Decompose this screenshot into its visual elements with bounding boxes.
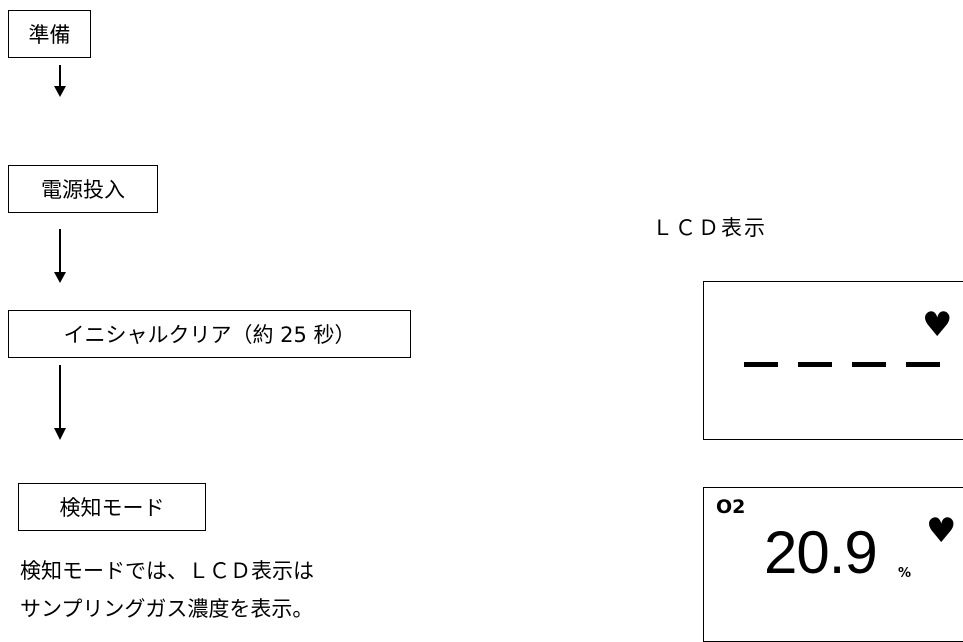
lcd-screen-initial: ♥	[703, 281, 963, 440]
arrow-1	[54, 65, 66, 97]
note-line-1: 検知モードでは、ＬＣＤ表示は	[20, 559, 314, 583]
step-preparation-label: 準備	[28, 23, 71, 47]
heart-icon: ♥	[922, 305, 953, 345]
step-detection-mode-label: 検知モード	[59, 496, 165, 520]
step-detection-mode: 検知モード	[18, 483, 206, 531]
step-initial-clear: イニシャルクリア（約 25 秒）	[8, 310, 411, 358]
step-power-on: 電源投入	[8, 165, 158, 213]
lcd-dash	[798, 362, 832, 367]
arrow-2	[54, 229, 66, 283]
gas-name: O2	[716, 496, 746, 518]
detection-mode-note: 検知モードでは、ＬＣＤ表示は サンプリングガス濃度を表示。	[20, 552, 314, 628]
step-power-on-label: 電源投入	[41, 178, 125, 202]
lcd-dash	[744, 362, 778, 367]
note-line-2: サンプリングガス濃度を表示。	[20, 597, 314, 621]
lcd-screen-reading: O2 ♥ 20.9 %	[703, 487, 963, 642]
lcd-display-label: ＬＣＤ表示	[652, 216, 767, 240]
reading-unit: %	[898, 566, 912, 581]
lcd-dash	[906, 362, 940, 367]
gas-reading: 20.9	[764, 519, 878, 586]
step-preparation: 準備	[8, 10, 91, 58]
step-initial-clear-label: イニシャルクリア（約 25 秒）	[63, 323, 356, 347]
lcd-dash	[852, 362, 886, 367]
heart-icon: ♥	[926, 511, 957, 551]
arrow-3	[54, 365, 66, 440]
